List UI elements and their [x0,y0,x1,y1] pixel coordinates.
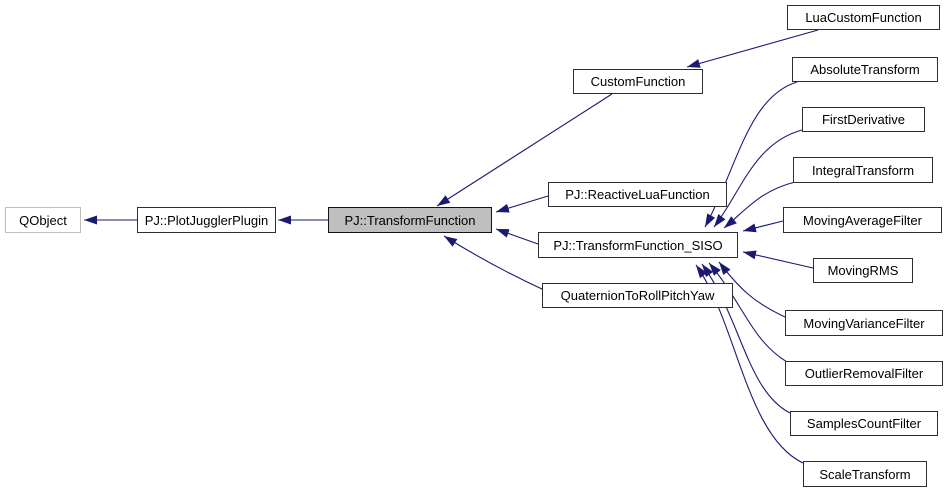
class-node-samples-count-filter[interactable]: SamplesCountFilter [790,411,938,436]
inheritance-edge-moving-variance-filter-to-transform-function-siso [718,261,786,318]
class-node-label: PJ::PlotJugglerPlugin [144,212,269,228]
class-node-moving-variance-filter[interactable]: MovingVarianceFilter [785,310,943,336]
inheritance-edge-lua-custom-function-to-custom-function [686,29,819,68]
class-node-qobject: QObject [5,207,81,233]
inheritance-edge-moving-average-filter-to-transform-function-siso [742,220,784,233]
class-node-label: ScaleTransform [819,466,911,482]
class-node-label: AbsoluteTransform [810,62,920,77]
inheritance-edge-transform-function-siso-to-transform-function [495,228,539,245]
class-node-label: SamplesCountFilter [806,416,922,431]
class-node-lua-custom-function[interactable]: LuaCustomFunction [787,5,940,30]
class-node-absolute-transform[interactable]: AbsoluteTransform [792,57,938,82]
class-node-label: PJ::TransformFunction_SISO [553,237,723,253]
class-node-reactive-lua-function[interactable]: PJ::ReactiveLuaFunction [548,182,727,207]
inheritance-edge-moving-rms-to-transform-function-siso [742,250,814,269]
class-node-label: OutlierRemovalFilter [804,366,924,381]
inheritance-edge-outlier-removal-filter-to-transform-function-siso [708,262,788,363]
class-node-moving-rms[interactable]: MovingRMS [813,258,913,283]
class-node-transform-function-siso[interactable]: PJ::TransformFunction_SISO [538,232,738,258]
class-node-label: LuaCustomFunction [805,10,922,25]
class-node-quaternion-to-rpy[interactable]: QuaternionToRollPitchYaw [542,283,733,308]
inheritance-edge-first-derivative-to-transform-function-siso [713,129,803,228]
class-node-label: MovingAverageFilter [803,212,922,228]
class-node-label: CustomFunction [590,74,686,89]
class-node-moving-average-filter[interactable]: MovingAverageFilter [783,207,942,233]
class-node-label: PJ::ReactiveLuaFunction [565,187,710,202]
class-node-plotjuggler-plugin[interactable]: PJ::PlotJugglerPlugin [137,207,276,233]
class-node-label: QObject [19,212,67,228]
class-node-label: MovingRMS [827,263,899,278]
class-node-scale-transform[interactable]: ScaleTransform [803,461,927,487]
class-node-label: FirstDerivative [821,112,906,127]
inheritance-edge-custom-function-to-transform-function [436,93,613,207]
class-node-first-derivative[interactable]: FirstDerivative [802,107,925,132]
class-node-custom-function[interactable]: CustomFunction [573,69,703,94]
class-node-integral-transform[interactable]: IntegralTransform [793,157,933,183]
inheritance-edge-integral-transform-to-transform-function-siso [723,181,796,229]
class-node-label: PJ::TransformFunction [344,212,476,228]
inheritance-edge-quaternion-to-rpy-to-transform-function [443,235,545,291]
inheritance-edge-reactive-lua-function-to-transform-function [495,195,549,213]
class-node-label: QuaternionToRollPitchYaw [560,288,715,303]
class-node-transform-function: PJ::TransformFunction [328,207,492,233]
class-node-label: IntegralTransform [811,162,915,178]
class-node-label: MovingVarianceFilter [803,315,925,331]
class-node-outlier-removal-filter[interactable]: OutlierRemovalFilter [785,361,943,386]
